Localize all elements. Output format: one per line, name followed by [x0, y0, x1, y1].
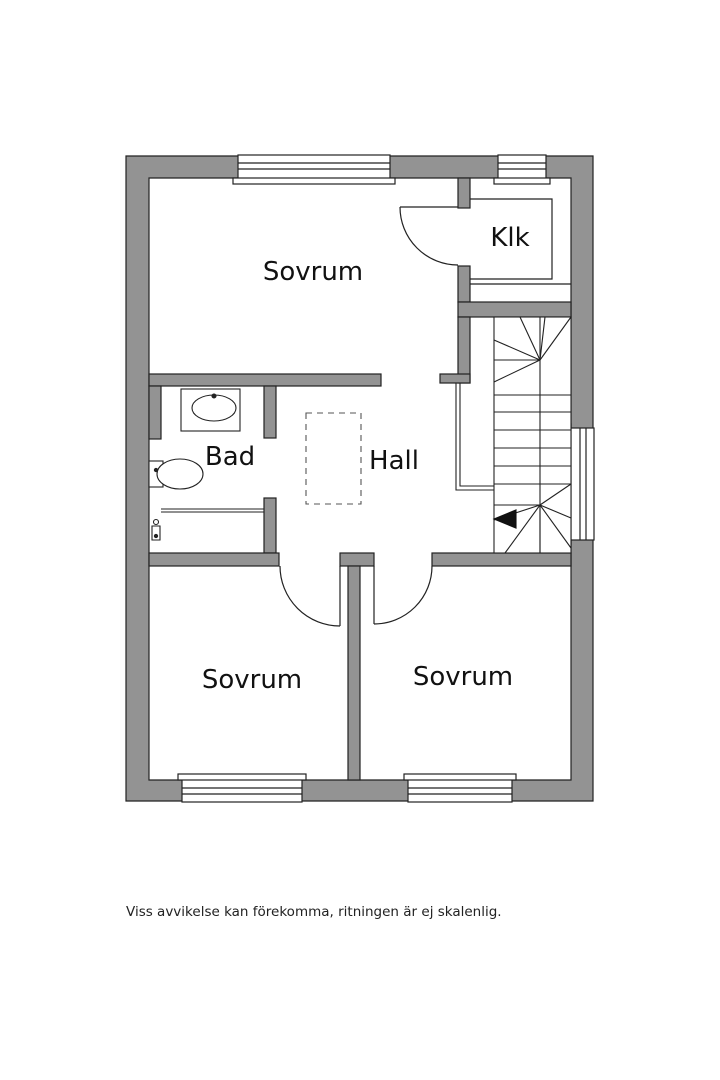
door-bedroom-right — [373, 565, 433, 625]
sink-icon — [180, 388, 241, 432]
interior-walls — [148, 177, 572, 781]
window-top-closet — [493, 154, 551, 185]
wall-bedroom-divider — [347, 565, 361, 781]
stair-railing — [455, 382, 494, 491]
toilet-icon — [148, 458, 204, 490]
attic-hatch — [305, 412, 362, 505]
door-bedroom-left — [279, 565, 341, 627]
window-top-bedroom — [232, 154, 396, 185]
wall-center-top — [339, 552, 375, 567]
wall-bath-right-lower — [263, 497, 277, 554]
stair-direction-arrow-icon — [492, 509, 517, 529]
wall-bottom-left-segment — [148, 552, 280, 567]
room-label-bedroom-top: Sovrum — [263, 257, 363, 287]
outer-walls — [125, 155, 594, 802]
wall-bath-left — [148, 385, 162, 440]
window-bottom-left — [177, 773, 307, 803]
room-label-closet: Klk — [490, 223, 529, 253]
door-closet — [399, 206, 459, 266]
wall-bedroom-bath — [148, 373, 382, 387]
wall-closet-left-upper — [457, 177, 471, 209]
bathroom-fixtures — [148, 388, 264, 541]
room-label-bedroom-bottom-left: Sovrum — [202, 665, 302, 695]
wall-hall-right — [457, 316, 471, 384]
wall-closet-left-lower — [457, 265, 471, 303]
room-label-bedroom-bottom-right: Sovrum — [413, 662, 513, 692]
doors — [279, 206, 459, 627]
closet-shelf — [470, 198, 571, 285]
room-label-hall: Hall — [369, 446, 419, 476]
wall-bottom-right-segment — [431, 552, 572, 567]
staircase — [455, 316, 572, 554]
shower-icon — [151, 508, 264, 541]
wall-closet-bottom — [457, 301, 572, 318]
window-bottom-right — [403, 773, 517, 803]
wall-hall-stub — [439, 373, 471, 384]
room-label-bathroom: Bad — [205, 442, 255, 472]
disclaimer-text: Viss avvikelse kan förekomma, ritningen … — [126, 904, 502, 920]
wall-bath-right-upper — [263, 385, 277, 439]
